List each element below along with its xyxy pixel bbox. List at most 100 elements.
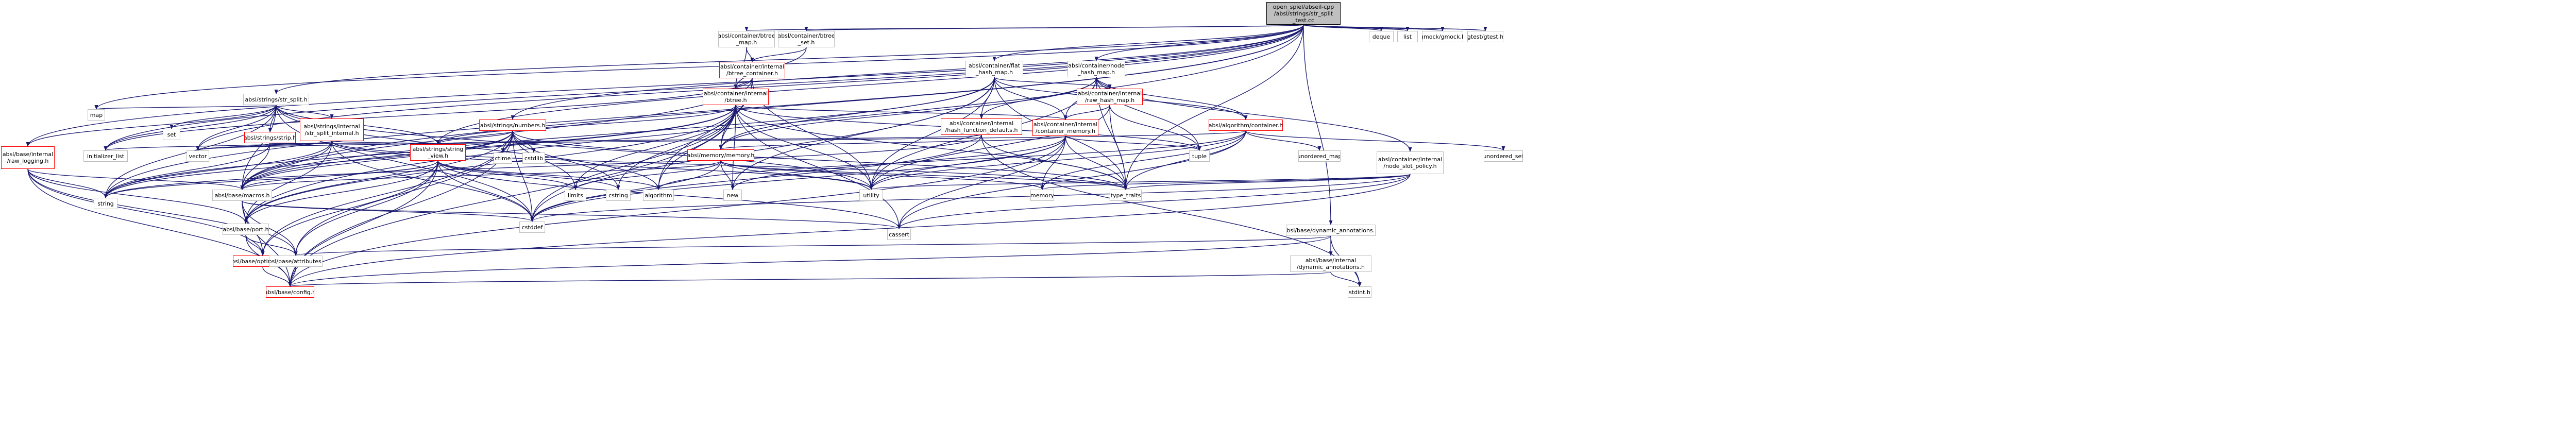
edge-raw_hash_map-to-container_memory [1063, 105, 1110, 120]
edge-string_view-to-attributes [294, 160, 438, 256]
edge-str_split-to-initializer_list [104, 105, 277, 151]
node-label-line: absl/container/btree [718, 32, 775, 39]
edge-raw_hash_map-to-tuple [1109, 105, 1201, 151]
node-btree-set[interactable]: absl/container/btree_set.h [778, 31, 835, 47]
node-str-split-internal[interactable]: absl/strings/internal/str_split_internal… [300, 118, 364, 141]
node-tuple[interactable]: tuple [1189, 150, 1210, 162]
edge-node_hash_map-to-raw_hash_map [1096, 77, 1112, 89]
node-unordered-set[interactable]: unordered_set [1484, 150, 1523, 162]
node-config[interactable]: absl/base/config.h [266, 286, 314, 298]
node-label-line: absl/strings/strip.h [244, 134, 296, 141]
node-stdint[interactable]: stdint.h [1348, 286, 1371, 298]
node-deque[interactable]: deque [1369, 31, 1394, 42]
node-label-line: absl/base/dynamic_annotations.h [1286, 227, 1376, 234]
node-btree[interactable]: absl/container/internal/btree.h [703, 89, 769, 105]
node-root-file[interactable]: open_spiel/abseil-cpp/absl/strings/str_s… [1266, 2, 1341, 25]
edge-container_memory-to-tuple [1065, 135, 1201, 151]
node-map[interactable]: map [88, 109, 105, 121]
node-macros[interactable]: absl/base/macros.h [212, 190, 272, 201]
node-internal-dynamic-annotations[interactable]: absl/base/internal/dynamic_annotations.h [1290, 255, 1371, 272]
edge-raw_logging-to-macros [27, 168, 244, 190]
node-gmock[interactable]: gmock/gmock.h [1422, 31, 1463, 42]
node-btree-container[interactable]: absl/container/internal/btree_container.… [719, 62, 785, 78]
node-raw-hash-map[interactable]: absl/container/internal/raw_hash_map.h [1077, 89, 1143, 105]
node-hash-function-defaults[interactable]: absl/container/internal/hash_function_de… [941, 118, 1022, 135]
edge-str_split-to-macros [240, 105, 277, 190]
node-btree-map[interactable]: absl/container/btree_map.h [718, 31, 775, 47]
edge-str_split_internal-to-macros [240, 141, 332, 190]
edge-string_view-to-string [104, 160, 438, 198]
edge-root-to-numbers [511, 24, 1304, 120]
node-gtest[interactable]: gtest/gtest.h [1467, 31, 1503, 42]
node-label-line: cstring [608, 192, 628, 199]
edge-hash_function_defaults-to-string [104, 134, 982, 198]
edge-flat_hash_map-to-new [731, 77, 995, 190]
node-label-line: absl/container/internal [720, 63, 785, 70]
edge-btree-to-limits [573, 105, 736, 190]
edge-root-to-gtest [1303, 24, 1487, 31]
node-string-view[interactable]: absl/strings/string_view.h [410, 144, 466, 161]
edge-algorithm_container-to-unordered_map [1245, 130, 1321, 151]
node-memory-h[interactable]: absl/memory/memory.h [687, 149, 754, 161]
edge-strip-to-string [104, 143, 270, 198]
node-label-line: absl/base/attributes.h [269, 258, 322, 265]
edge-internal_dynamic_annotations-to-config [289, 271, 1331, 287]
node-label-line: cstddef [521, 224, 543, 231]
edge-str_split_internal-to-string_view [331, 140, 439, 145]
edge-container_memory-to-cstddef [530, 135, 1066, 222]
node-node-hash-map[interactable]: absl/container/node_hash_map.h [1067, 61, 1125, 77]
node-label-line: algorithm [645, 192, 672, 199]
edge-root-to-dynamic_annotations [1303, 24, 1333, 225]
node-str-split[interactable]: absl/strings/str_split.h [243, 94, 309, 105]
node-cstring[interactable]: cstring [606, 190, 631, 201]
node-container-memory[interactable]: absl/container/internal/container_memory… [1032, 120, 1098, 136]
edge-btree-to-cassert [735, 105, 901, 229]
edge-numbers-to-string [104, 130, 513, 198]
node-label-line: /str_split_internal.h [304, 130, 359, 137]
node-flat-hash-map[interactable]: absl/container/flat_hash_map.h [965, 61, 1023, 77]
node-label-line: absl/base/config.h [266, 288, 314, 296]
edge-btree-to-cstring [616, 105, 736, 190]
node-label-line: absl/base/port.h [223, 226, 269, 233]
node-algorithm[interactable]: algorithm [643, 190, 674, 201]
node-vector[interactable]: vector [187, 150, 209, 162]
node-cstddef[interactable]: cstddef [519, 221, 545, 233]
node-node-slot-policy[interactable]: absl/container/internal/node_slot_policy… [1377, 151, 1444, 174]
node-cassert[interactable]: cassert [887, 229, 911, 240]
node-numbers[interactable]: absl/strings/numbers.h [479, 120, 546, 131]
node-ctime[interactable]: ctime [494, 152, 512, 164]
edge-algorithm_container-to-utility [869, 130, 1246, 190]
edge-string_view-to-optimization [261, 160, 438, 256]
node-cstdlib[interactable]: cstdlib [522, 152, 545, 164]
node-label-line: gtest/gtest.h [1467, 33, 1503, 40]
node-dynamic-annotations[interactable]: absl/base/dynamic_annotations.h [1286, 225, 1376, 236]
edge-string_view-to-cstring [437, 160, 620, 190]
node-label-line: /container_memory.h [1035, 128, 1096, 134]
node-set[interactable]: set [163, 129, 180, 140]
node-string[interactable]: string [94, 198, 117, 209]
node-label-line: memory [1030, 192, 1054, 199]
node-label-line: /absl/strings/str_split [1274, 10, 1333, 17]
node-type-traits[interactable]: type_traits [1110, 190, 1142, 201]
node-utility[interactable]: utility [859, 190, 883, 201]
node-algorithm-container[interactable]: absl/algorithm/container.h [1209, 120, 1283, 131]
edge-str_split-to-raw_logging [26, 105, 277, 147]
node-port[interactable]: absl/base/port.h [223, 224, 269, 235]
edge-root-to-port [244, 24, 1304, 224]
edge-container_memory-to-memory_h [719, 135, 1066, 150]
node-strip[interactable]: absl/strings/strip.h [244, 132, 296, 143]
node-raw-logging[interactable]: absl/base/internal/raw_logging.h [1, 146, 55, 169]
node-memory[interactable]: memory [1030, 190, 1054, 201]
edge-numbers-to-attributes [294, 130, 513, 256]
edge-node_slot_policy-to-cstddef [530, 174, 1411, 222]
edge-port-to-optimization [245, 234, 265, 256]
node-limits[interactable]: limits [565, 190, 586, 201]
node-unordered-map[interactable]: unordered_map [1298, 150, 1341, 162]
node-attributes[interactable]: absl/base/attributes.h [269, 255, 323, 267]
node-initializer-list[interactable]: initializer_list [83, 150, 128, 162]
node-label-line: stdint.h [1349, 288, 1370, 296]
node-new[interactable]: new [723, 190, 742, 201]
node-label-line: absl/base/internal [2, 151, 54, 158]
edge-dynamic_annotations-to-attributes [294, 235, 1331, 256]
node-list[interactable]: list [1397, 31, 1418, 42]
